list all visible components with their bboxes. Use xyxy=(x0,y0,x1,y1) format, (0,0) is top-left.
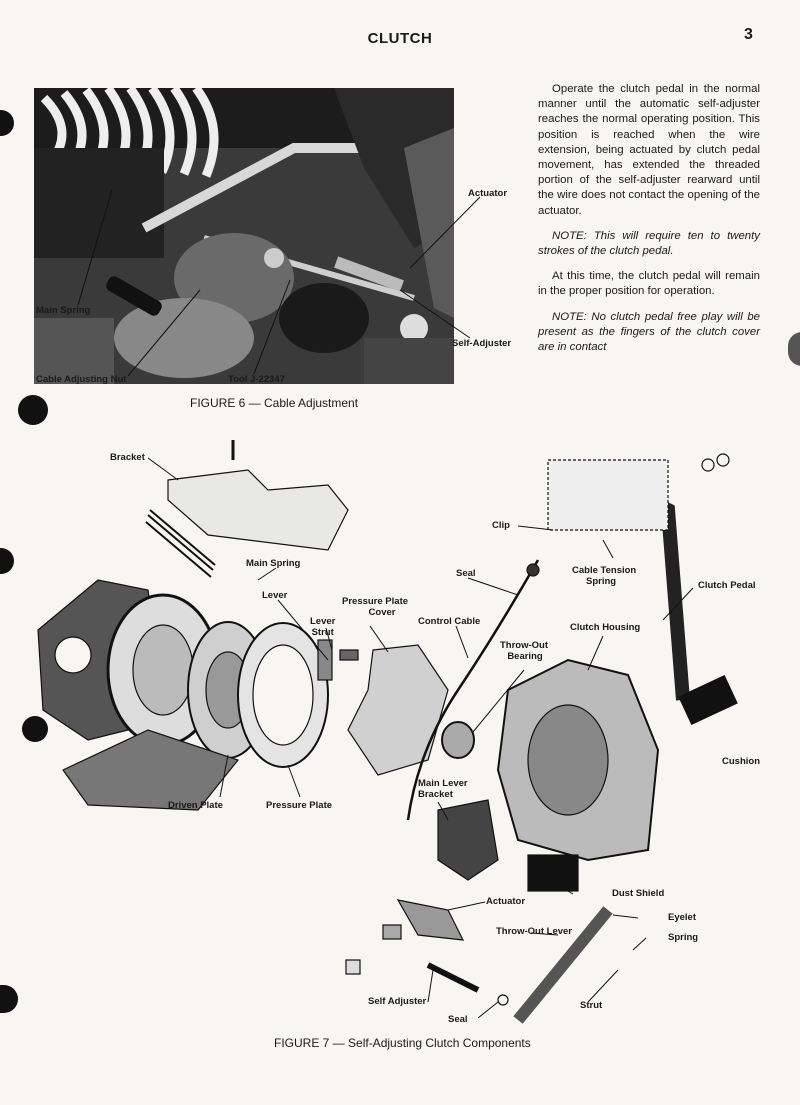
punch-hole xyxy=(0,985,18,1013)
figure7-caption: FIGURE 7 — Self-Adjusting Clutch Compone… xyxy=(274,1036,531,1050)
figure6-photo xyxy=(34,88,454,384)
note-1: NOTE: This will require ten to twenty st… xyxy=(538,229,760,258)
punch-hole xyxy=(22,716,48,742)
label-tool: Tool J-22347 xyxy=(228,374,285,385)
paragraph-1: Operate the clutch pedal in the normal m… xyxy=(538,83,760,217)
text-column: Operate the clutch pedal in the normal m… xyxy=(538,82,760,355)
label-pressure-plate: Pressure Plate xyxy=(266,800,333,811)
label-spring: Spring xyxy=(668,932,699,943)
page-title: CLUTCH xyxy=(367,30,433,47)
page-number: 3 xyxy=(744,26,753,43)
label-self-adjuster-7: Self Adjuster xyxy=(368,996,427,1007)
cable-adjustment-photo xyxy=(34,88,454,384)
label-lever: Lever xyxy=(262,590,288,601)
label-self-adjuster: Self-Adjuster xyxy=(452,338,512,349)
figure6-caption: FIGURE 6 — Cable Adjustment xyxy=(190,396,359,410)
label-actuator-7: Actuator xyxy=(486,896,526,907)
punch-hole xyxy=(788,332,800,366)
label-driven-plate: Driven Plate xyxy=(168,800,223,811)
label-control-cable: Control Cable xyxy=(418,616,481,627)
paragraph-2: At this time, the clutch pedal will rema… xyxy=(538,270,760,298)
punch-hole xyxy=(18,395,48,425)
label-dust-shield: Dust Shield xyxy=(612,888,665,899)
label-cable-adjusting-nut: Cable Adjusting Nut xyxy=(36,374,127,385)
label-throw-out-lever: Throw-Out Lever xyxy=(496,926,573,937)
label-bracket: Bracket xyxy=(110,452,145,463)
label-clip: Clip xyxy=(492,520,510,531)
note-2: NOTE: No clutch pedal free play will be … xyxy=(538,310,760,354)
label-eyelet: Eyelet xyxy=(668,912,696,923)
figure7-exploded-diagram xyxy=(37,440,738,1024)
label-seal-upper: Seal xyxy=(456,568,476,579)
punch-hole xyxy=(0,110,14,136)
label-cushion: Cushion xyxy=(722,756,760,767)
figure6-leader-lines xyxy=(77,189,481,377)
label-actuator: Actuator xyxy=(468,188,508,199)
label-main-spring: Main Spring xyxy=(36,305,91,316)
label-clutch-pedal: Clutch Pedal xyxy=(698,580,756,591)
punch-hole xyxy=(0,548,14,574)
label-clutch-housing: Clutch Housing xyxy=(570,622,641,633)
label-main-spring-7: Main Spring xyxy=(246,558,301,569)
label-strut: Strut xyxy=(580,1000,603,1011)
label-seal-lower: Seal xyxy=(448,1014,468,1025)
